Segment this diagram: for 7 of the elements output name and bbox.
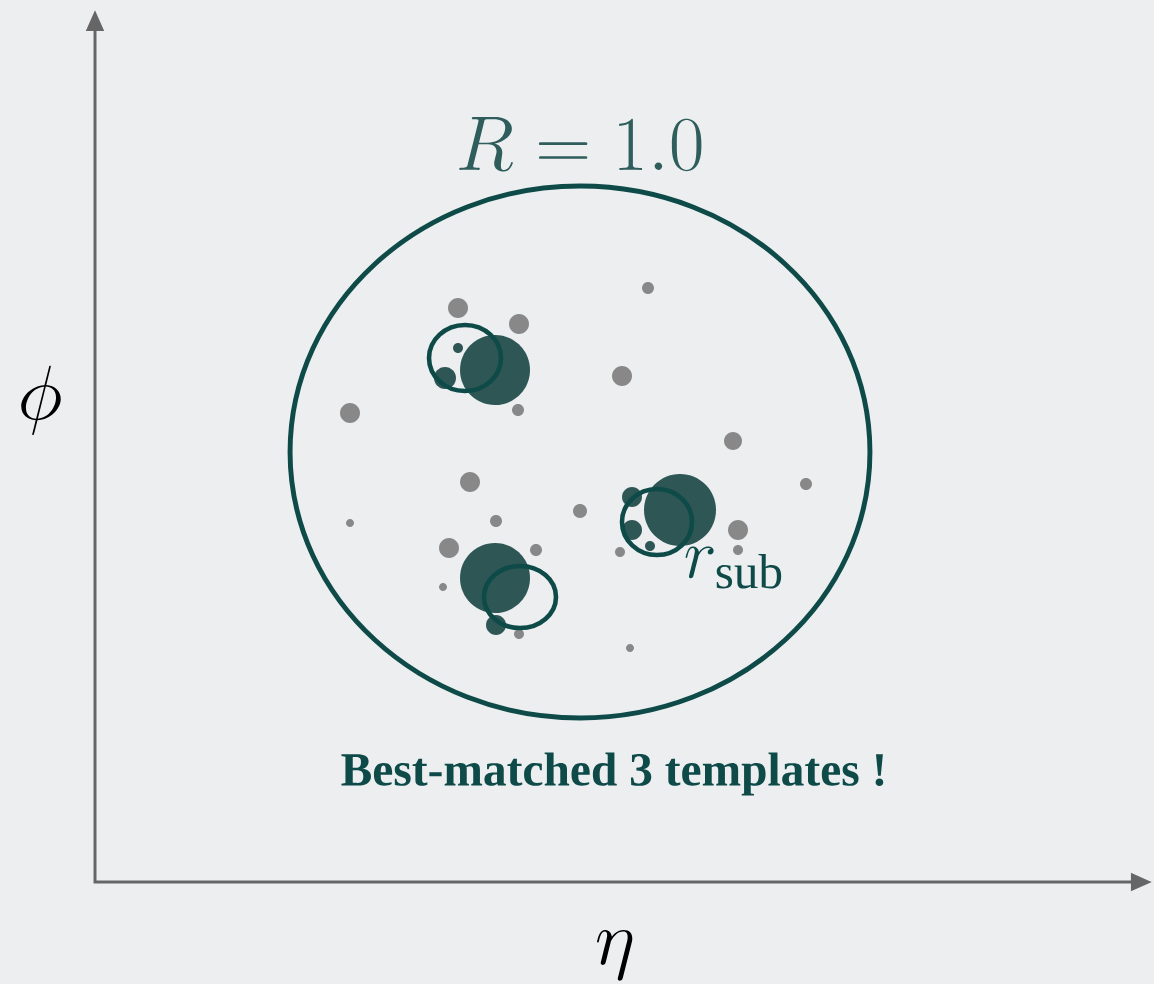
template-circle <box>426 322 504 394</box>
radius-label: $r_{\mathrm{sub}}$ <box>685 546 782 589</box>
node-label: $R = 1.0$ <box>459 117 702 172</box>
axis-label: $\eta$ <box>597 930 633 981</box>
template-circle <box>481 563 559 631</box>
caption-text: Best-matched 3 templates ! <box>341 752 884 796</box>
axis-label: $\phi$ <box>21 365 61 436</box>
